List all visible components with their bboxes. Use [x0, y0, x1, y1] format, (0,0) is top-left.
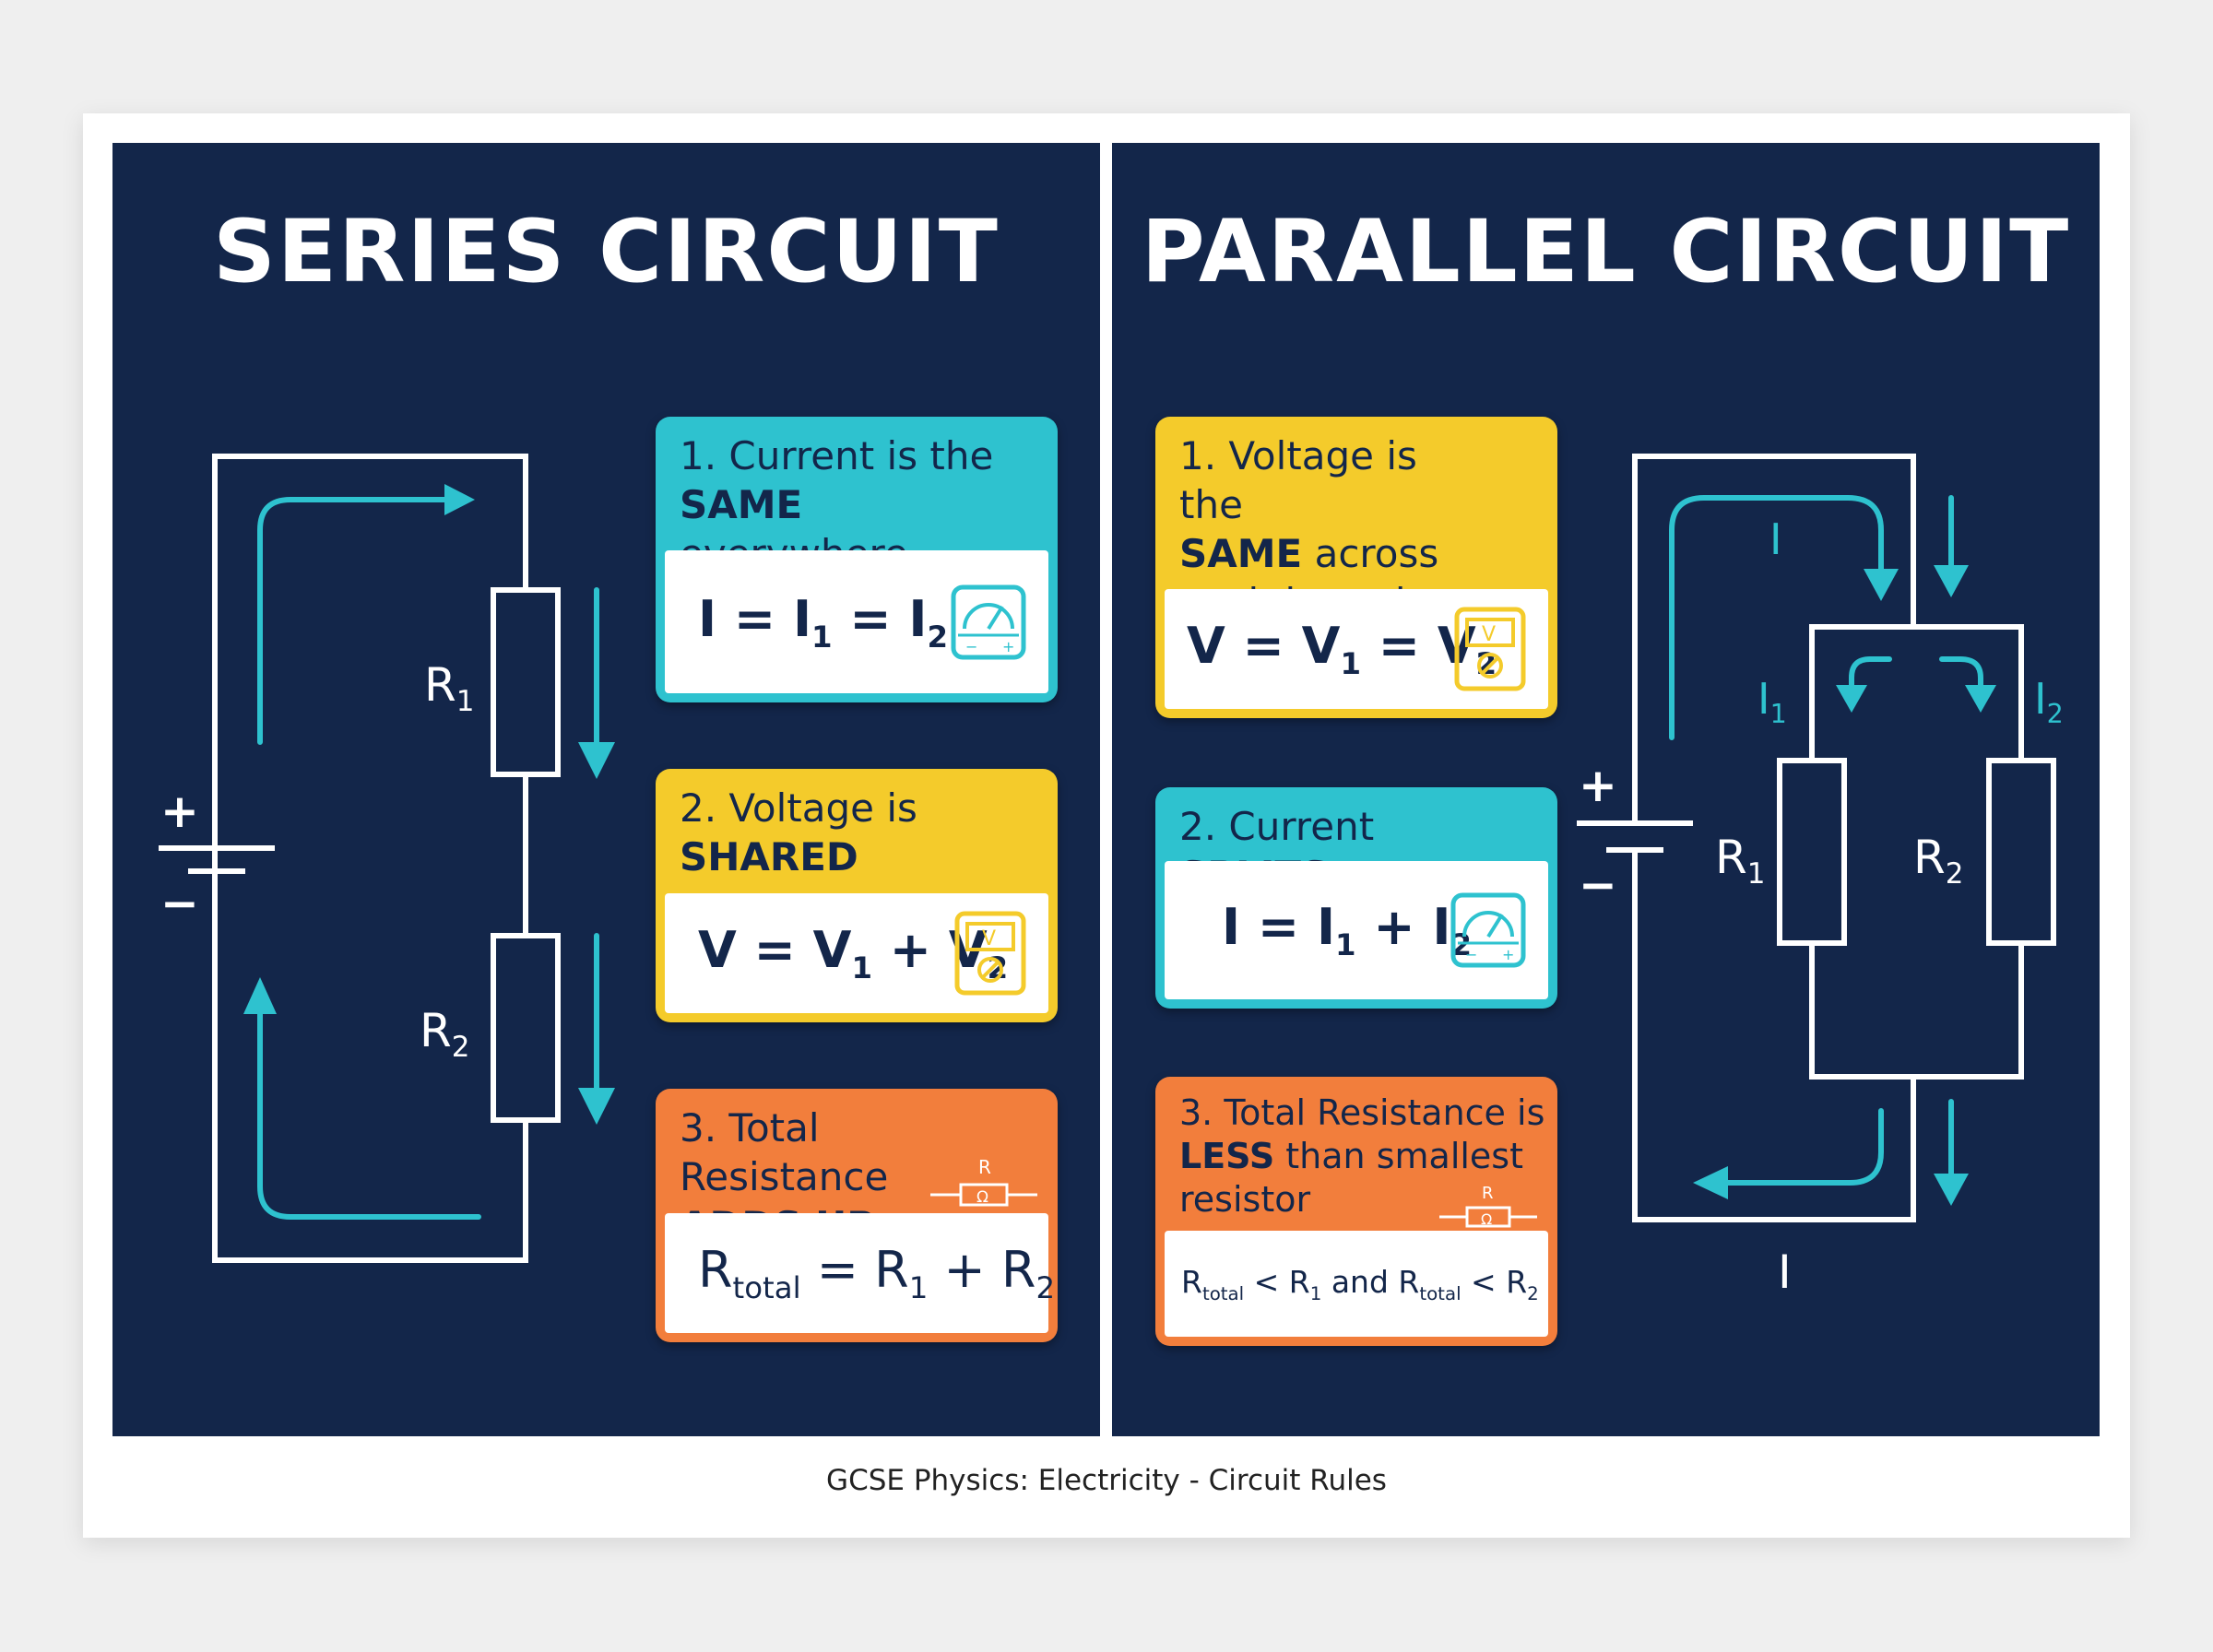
series-r2-label: R2	[420, 1004, 470, 1064]
series-battery-minus: −	[160, 877, 199, 930]
ammeter-icon: − +	[1450, 892, 1526, 968]
parallel-split-arrow-left	[1849, 656, 1892, 694]
parallel-resistance-formula: Rtotal < R1 and Rtotal < R2	[1181, 1263, 1539, 1304]
series-current-arrowhead-bottom	[243, 977, 277, 1014]
parallel-main-current-arrow-top	[1669, 495, 1884, 740]
series-battery-plus: +	[160, 785, 199, 838]
svg-text:+: +	[1502, 946, 1514, 963]
poster-caption: GCSE Physics: Electricity - Circuit Rule…	[826, 1464, 1387, 1497]
panel-divider	[1100, 143, 1112, 1436]
series-rule-voltage-body: V = V1 + V2 V	[665, 893, 1048, 1013]
voltmeter-icon: V	[1454, 607, 1526, 691]
svg-text:V: V	[1482, 623, 1496, 646]
series-current-arrowhead-r1	[578, 742, 615, 779]
parallel-current-i-label: I	[1769, 514, 1782, 564]
series-current-formula: I = I1 = I2	[698, 589, 949, 655]
parallel-rule-current: 2. Current SPLITS I = I1 + I2 − +	[1155, 787, 1557, 1009]
series-resistor-r1	[491, 587, 561, 777]
voltmeter-icon: V	[954, 911, 1026, 996]
parallel-current-i2-label: I2	[2034, 674, 2064, 730]
parallel-title: PARALLEL CIRCUIT	[1141, 202, 2071, 302]
parallel-resistor-r1	[1777, 758, 1847, 946]
parallel-current-formula: I = I1 + I2	[1222, 898, 1473, 962]
series-voltage-formula: V = V1 + V2	[698, 921, 1009, 985]
series-current-arrowhead-r2	[578, 1088, 615, 1125]
resistor-symbol-icon: R Ω	[1439, 1184, 1537, 1228]
parallel-arrowhead-outer-top	[1934, 565, 1969, 597]
series-circuit-diagram	[159, 454, 615, 1263]
svg-text:−: −	[965, 638, 977, 655]
parallel-circuit-diagram	[1577, 454, 2056, 1222]
parallel-current-i1-label: I1	[1757, 674, 1787, 730]
parallel-arrowhead-split-left	[1836, 685, 1867, 713]
series-wire	[212, 454, 528, 915]
parallel-rule-current-body: I = I1 + I2 − +	[1165, 861, 1548, 999]
parallel-resistor-r2	[1986, 758, 2056, 946]
series-r1-label: R1	[424, 658, 475, 718]
series-wire-bottom	[212, 876, 528, 1263]
svg-text:R: R	[1482, 1184, 1494, 1203]
svg-text:Ω: Ω	[976, 1188, 988, 1207]
series-resistance-formula: Rtotal = R1 + R2	[698, 1241, 1056, 1305]
parallel-split-arrow-right	[1939, 656, 1983, 694]
parallel-current-i-bottom-label: I	[1778, 1245, 1792, 1299]
parallel-r2-label: R2	[1913, 831, 1964, 891]
parallel-battery-plus: +	[1579, 759, 1617, 812]
svg-text:V: V	[982, 927, 996, 950]
parallel-voltage-formula: V = V1 = V2	[1187, 617, 1497, 681]
parallel-battery-minus: −	[1579, 858, 1617, 912]
series-current-arrow-top	[257, 497, 466, 745]
parallel-rule-voltage-body: V = V1 = V2 V	[1165, 589, 1548, 709]
parallel-arrowhead-top	[1864, 569, 1899, 601]
parallel-return-arrow	[1709, 1108, 1884, 1186]
svg-text:R: R	[978, 1156, 991, 1178]
ammeter-icon: − +	[951, 584, 1026, 659]
parallel-arrowhead-return	[1693, 1166, 1728, 1199]
series-resistor-r2	[491, 933, 561, 1123]
svg-text:−: −	[1465, 946, 1477, 963]
series-rule-current-body: I = I1 = I2 − +	[665, 550, 1048, 693]
svg-text:Ω: Ω	[1481, 1210, 1492, 1228]
series-title: SERIES CIRCUIT	[213, 202, 1000, 302]
series-rule-resistance: 3. Total ResistanceADDS UP R Ω Rtotal = …	[656, 1089, 1058, 1342]
svg-text:+: +	[1002, 638, 1014, 655]
resistor-symbol-icon: R Ω	[930, 1156, 1037, 1207]
parallel-arrowhead-outer-bottom	[1934, 1174, 1969, 1206]
parallel-wire-left-top	[1632, 454, 1916, 823]
series-panel: SERIES CIRCUIT R1 R2 + − 1.	[112, 143, 1100, 1436]
parallel-arrowhead-split-right	[1965, 685, 1996, 713]
parallel-r1-label: R1	[1715, 831, 1766, 891]
parallel-wire-left-bottom	[1632, 850, 1916, 1222]
series-rule-resistance-body: Rtotal = R1 + R2	[665, 1213, 1055, 1333]
parallel-rule-resistance-body: Rtotal < R1 and Rtotal < R2	[1165, 1231, 1548, 1337]
series-current-arrowhead-top	[444, 484, 475, 515]
series-current-arrow-bottom	[257, 997, 481, 1220]
